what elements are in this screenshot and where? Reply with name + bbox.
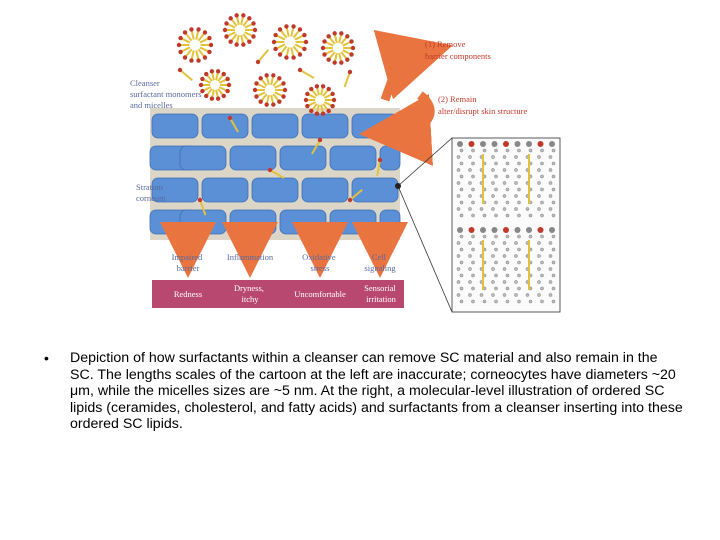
symptom-bar — [152, 280, 404, 308]
corneocyte — [179, 209, 227, 235]
lipid-molecules — [456, 141, 556, 304]
cleanser-label: Cleanser surfactant monomers and micelle… — [130, 78, 204, 110]
lipid-chain — [502, 227, 510, 304]
lipid-chain — [468, 227, 475, 304]
lipid-chain — [479, 141, 487, 218]
corneocyte — [229, 209, 277, 235]
effect-cell-signaling: Cell signaling — [364, 252, 396, 273]
symptom-redness: Redness — [174, 289, 202, 299]
corneocyte — [351, 113, 399, 139]
lipid-chain — [537, 227, 544, 304]
effect-oxidative-stress: Oxidative stress — [302, 252, 338, 273]
micelle — [176, 27, 214, 63]
corneocyte — [301, 177, 349, 203]
symptom-uncomfortable: Uncomfortable — [294, 289, 346, 299]
corneocyte — [151, 177, 199, 203]
lipid-chain — [456, 141, 464, 218]
lipid-chain — [548, 141, 556, 218]
effect-arrows — [160, 222, 408, 278]
surfactant-monomer — [343, 71, 351, 88]
corneocyte — [279, 145, 327, 171]
lipid-chain — [491, 227, 498, 304]
surfactant-monomer — [257, 49, 270, 63]
skin-barrier-diagram: Cleanser surfactant monomers and micelle… — [130, 13, 561, 313]
corneocyte — [151, 113, 199, 139]
effect-impaired-barrier: Impaired barrier — [172, 252, 205, 273]
sc-label: Stratum corneum — [136, 182, 166, 203]
remove-label: (1) Remove barrier components — [425, 39, 491, 61]
surfactant-monomer — [349, 188, 363, 201]
lipid-chain — [548, 227, 556, 304]
micelle — [198, 69, 232, 101]
remove-arrow — [373, 29, 453, 102]
corneocyte — [201, 177, 249, 203]
lipid-chain — [537, 141, 544, 218]
corneocyte — [251, 113, 299, 139]
micelle — [303, 84, 337, 116]
caption-text: Depiction of how surfactants within a cl… — [70, 350, 683, 433]
lipid-chain — [468, 141, 475, 218]
micelle — [252, 73, 288, 107]
surfactant-monomer — [179, 69, 193, 82]
remain-arrow — [359, 91, 435, 166]
surfactant-monomer — [269, 169, 285, 179]
corneocyte — [229, 145, 277, 171]
surfactant-micelles — [176, 13, 383, 237]
corneocyte — [379, 209, 401, 235]
surfactant-monomer — [299, 69, 315, 79]
lipid-chain — [479, 227, 487, 304]
surfactant-monomer — [311, 139, 321, 155]
micelle — [320, 31, 356, 65]
micelle — [222, 13, 258, 47]
corneocyte — [351, 177, 399, 203]
lipid-chain — [514, 141, 521, 218]
lipid-chain — [456, 227, 464, 304]
surfactant-monomer — [199, 199, 207, 216]
corneocyte — [179, 145, 227, 171]
symptom-dryness: Dryness, itchy — [234, 283, 266, 304]
lipid-chain — [514, 227, 521, 304]
remain-label: (2) Remain alter/disrupt skin structure — [438, 94, 527, 116]
bullet-point: • — [44, 350, 49, 366]
symptom-irritation: Sensorial irritation — [364, 283, 398, 304]
corneocyte — [329, 145, 377, 171]
corneocyte — [251, 177, 299, 203]
lipid-chain — [525, 141, 533, 218]
corneocyte — [379, 145, 401, 171]
surfactant-monomer — [229, 117, 239, 133]
effect-inflammation: Inflammation — [227, 252, 274, 262]
lipid-chain — [525, 227, 533, 304]
corneocyte — [329, 209, 377, 235]
corneocyte — [301, 113, 349, 139]
micelle — [271, 24, 309, 60]
corneocyte — [201, 113, 249, 139]
lipid-chain — [502, 141, 510, 218]
corneocyte — [279, 209, 327, 235]
lipid-chain — [491, 141, 498, 218]
